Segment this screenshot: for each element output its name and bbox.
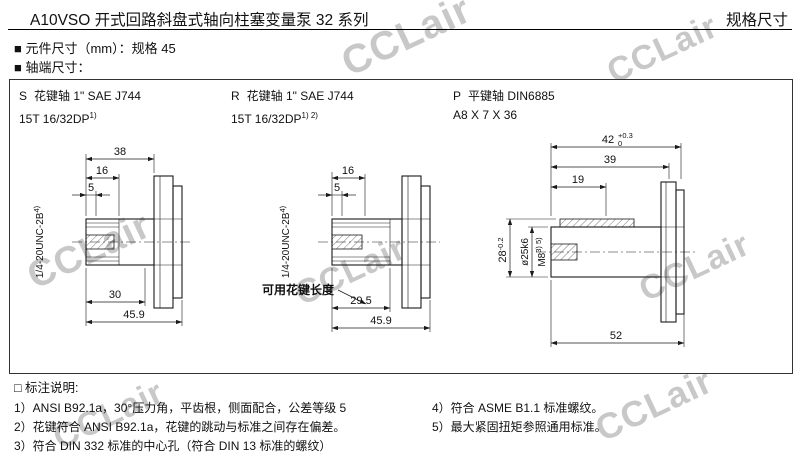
s-dim-38: 38 <box>114 146 126 158</box>
shaft-p-spec: A8 X 7 X 36 <box>453 108 518 122</box>
s-dim-30: 30 <box>109 289 121 301</box>
p-dim-39: 39 <box>604 154 616 166</box>
s-dimension-lines <box>72 154 183 326</box>
s-dim-5: 5 <box>88 182 94 194</box>
shaft-r-header: R 花键轴 1" SAE J744 15T 16/32DP1) 2) <box>231 87 354 129</box>
note-2: 2）花键符合 ANSI B92.1a，花键的跳动与标准之间存在偏差。 <box>14 420 346 434</box>
p-shaft-outline <box>550 218 662 278</box>
shaft-s-drawing: 38 16 5 30 45.9 1/4-20UNC-2B4) <box>32 146 192 326</box>
note-4: 4）符合 ASME B1.1 标准螺纹。 <box>432 401 604 415</box>
annotation-notes: □ 标注说明: 1）ANSI B92.1a，30°压力角，平齿根，侧面配合，公差… <box>14 377 788 456</box>
note-5: 5）最大紧固扭矩参照通用标准。 <box>432 420 607 434</box>
component-size-line: ■ 元件尺寸（mm）：规格 45 <box>14 41 176 56</box>
p-dimension-lines <box>506 143 685 347</box>
note-3: 3）符合 DIN 332 标准的中心孔（符合 DIN 13 标准的螺纹） <box>14 439 332 453</box>
notes-heading: □ 标注说明: <box>14 381 79 395</box>
s-flange-outline <box>153 175 183 309</box>
shaft-p-title: 平键轴 DIN6885 <box>468 89 555 103</box>
p-thread-label: M83) 5) <box>534 237 548 267</box>
shaft-end-line: ■ 轴端尺寸： <box>14 60 91 75</box>
s-dim-45-9: 45.9 <box>123 309 144 321</box>
note-1: 1）ANSI B92.1a，30°压力角，平齿根，侧面配合，公差等级 5 <box>14 401 347 415</box>
shaft-r-spec: 15T 16/32DP <box>231 112 302 126</box>
shaft-p-drawing: 42 +0.3 0 39 19 28-0.2 ø25k6 M83) 5) 52 <box>496 131 696 347</box>
page-title: A10VSO 开式回路斜盘式轴向柱塞变量泵 32 系列 <box>30 12 369 29</box>
s-thread-label: 1/4-20UNC-2B4) <box>32 205 46 278</box>
corner-label: 规格尺寸 <box>725 12 788 29</box>
r-thread-label: 1/4-20UNC-2B4) <box>278 205 292 278</box>
shaft-r-drawing: 16 5 可用花键长度 29.5 45.9 1/4-20UNC-2B4) <box>262 165 440 332</box>
page-header: A10VSO 开式回路斜盘式轴向柱塞变量泵 32 系列 规格尺寸 <box>30 8 788 30</box>
r-dim-45-9: 45.9 <box>370 315 391 327</box>
shaft-s-code: S <box>19 89 28 103</box>
p-dim-42-tol-bot: 0 <box>618 139 622 148</box>
r-dim-5: 5 <box>334 182 340 194</box>
p-dim-28: 28-0.2 <box>496 237 509 262</box>
header-rule <box>8 29 792 30</box>
p-dim-42-tol-top: +0.3 <box>618 131 633 140</box>
r-shaft-outline <box>331 218 403 266</box>
p-flange-outline <box>660 181 685 323</box>
r-dim-16: 16 <box>342 165 354 177</box>
shaft-p-header: P 平键轴 DIN6885 A8 X 7 X 36 <box>453 87 555 125</box>
s-shaft-outline <box>85 218 155 266</box>
shaft-r-title: 花键轴 1" SAE J744 <box>246 89 354 103</box>
r-dimension-lines <box>318 172 431 332</box>
r-flange-outline <box>401 175 431 309</box>
r-usable-spline-label: 可用花键长度 <box>262 282 335 297</box>
shaft-s-spec: 15T 16/32DP <box>19 112 90 126</box>
s-dim-16: 16 <box>96 165 108 177</box>
r-dim-29-5: 29.5 <box>350 295 371 307</box>
shaft-s-spec-sup: 1) <box>89 111 97 120</box>
shaft-s-title: 花键轴 1" SAE J744 <box>34 89 141 103</box>
p-dim-52: 52 <box>610 330 622 342</box>
p-dim-42: 42 <box>602 134 614 146</box>
p-dim-diameter: ø25k6 <box>520 238 531 266</box>
shaft-s-header: S 花键轴 1" SAE J744 15T 16/32DP1) <box>19 87 141 129</box>
shaft-r-code: R <box>231 89 240 103</box>
p-dim-19: 19 <box>572 174 584 186</box>
shaft-p-code: P <box>453 89 462 103</box>
shaft-r-spec-sup: 1) 2) <box>301 111 318 120</box>
